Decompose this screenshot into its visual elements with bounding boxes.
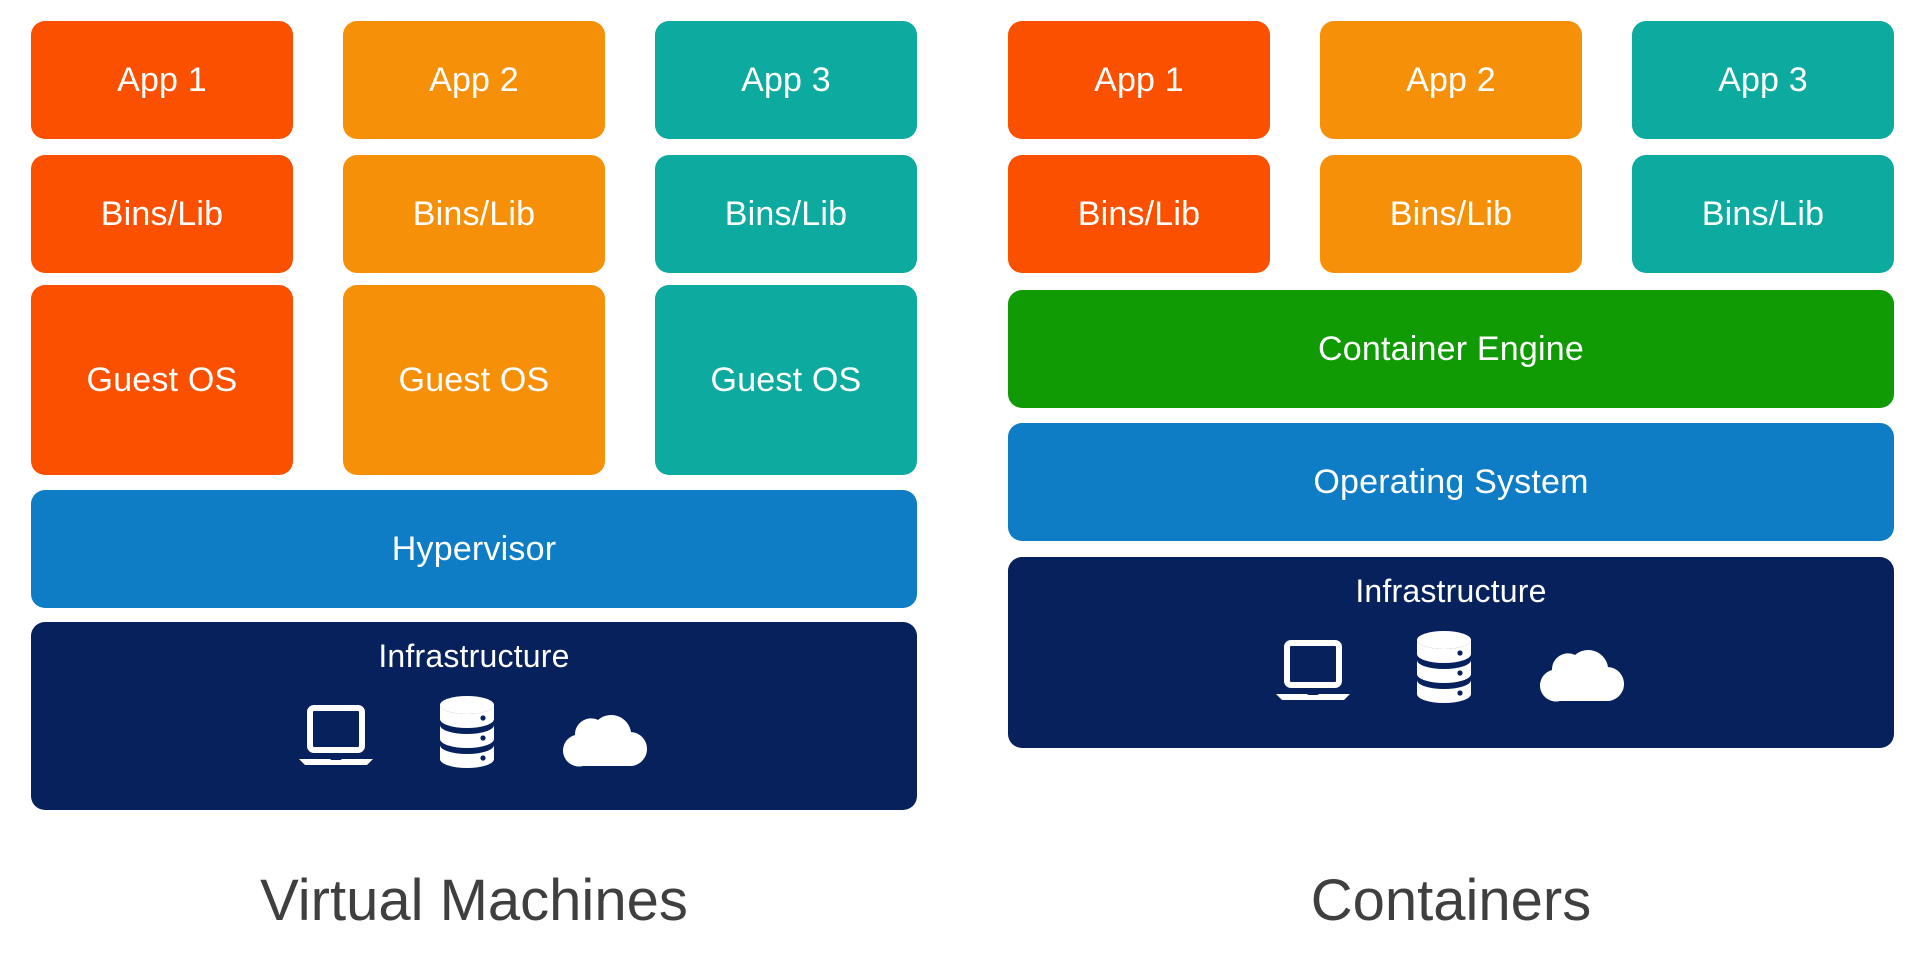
container-app-1-box: App 1 xyxy=(1008,21,1270,139)
cloud-icon xyxy=(1536,647,1628,709)
vm-infrastructure-label: Infrastructure xyxy=(378,638,570,674)
database-icon xyxy=(437,694,497,774)
vm-bins-3-label: Bins/Lib xyxy=(724,195,848,233)
vm-guest-os-2-label: Guest OS xyxy=(398,361,550,399)
container-infrastructure-label: Infrastructure xyxy=(1355,573,1547,609)
vm-guest-os-2-box: Guest OS xyxy=(343,285,605,475)
container-engine-box: Container Engine xyxy=(1008,290,1894,408)
cloud-icon xyxy=(559,712,651,774)
container-engine-label: Container Engine xyxy=(1318,330,1584,368)
vm-bins-2-box: Bins/Lib xyxy=(343,155,605,273)
container-app-1-label: App 1 xyxy=(1094,61,1184,99)
container-app-2-label: App 2 xyxy=(1406,61,1496,99)
container-bins-1-label: Bins/Lib xyxy=(1077,195,1201,233)
container-caption: Containers xyxy=(1310,868,1592,933)
container-operating-system-label: Operating System xyxy=(1313,463,1589,501)
vm-hypervisor-box: Hypervisor xyxy=(31,490,917,608)
container-bins-2-box: Bins/Lib xyxy=(1320,155,1582,273)
vm-guest-os-1-label: Guest OS xyxy=(86,361,238,399)
container-bins-3-box: Bins/Lib xyxy=(1632,155,1894,273)
vm-bins-3-box: Bins/Lib xyxy=(655,155,917,273)
vm-guest-os-3-label: Guest OS xyxy=(710,361,862,399)
vm-app-1-label: App 1 xyxy=(117,61,207,99)
vm-bins-1-label: Bins/Lib xyxy=(100,195,224,233)
laptop-icon xyxy=(297,704,375,774)
vm-guest-os-1-box: Guest OS xyxy=(31,285,293,475)
container-app-2-box: App 2 xyxy=(1320,21,1582,139)
container-operating-system-box: Operating System xyxy=(1008,423,1894,541)
vm-app-3-box: App 3 xyxy=(655,21,917,139)
container-bins-3-label: Bins/Lib xyxy=(1701,195,1825,233)
vm-bins-2-label: Bins/Lib xyxy=(412,195,536,233)
container-bins-1-box: Bins/Lib xyxy=(1008,155,1270,273)
container-infrastructure-box: Infrastructure xyxy=(1008,557,1894,748)
vm-guest-os-3-box: Guest OS xyxy=(655,285,917,475)
vm-bins-1-box: Bins/Lib xyxy=(31,155,293,273)
database-icon xyxy=(1414,629,1474,709)
container-bins-2-label: Bins/Lib xyxy=(1389,195,1513,233)
vm-app-1-box: App 1 xyxy=(31,21,293,139)
vm-app-2-label: App 2 xyxy=(429,61,519,99)
vm-caption: Virtual Machines xyxy=(260,868,688,933)
container-infrastructure-icon-row xyxy=(1274,629,1628,709)
vm-app-2-box: App 2 xyxy=(343,21,605,139)
vm-app-3-label: App 3 xyxy=(741,61,831,99)
container-app-3-label: App 3 xyxy=(1718,61,1808,99)
laptop-icon xyxy=(1274,639,1352,709)
vm-infrastructure-box: Infrastructure xyxy=(31,622,917,810)
container-app-3-box: App 3 xyxy=(1632,21,1894,139)
vm-infrastructure-icon-row xyxy=(297,694,651,774)
vm-hypervisor-label: Hypervisor xyxy=(391,530,557,568)
